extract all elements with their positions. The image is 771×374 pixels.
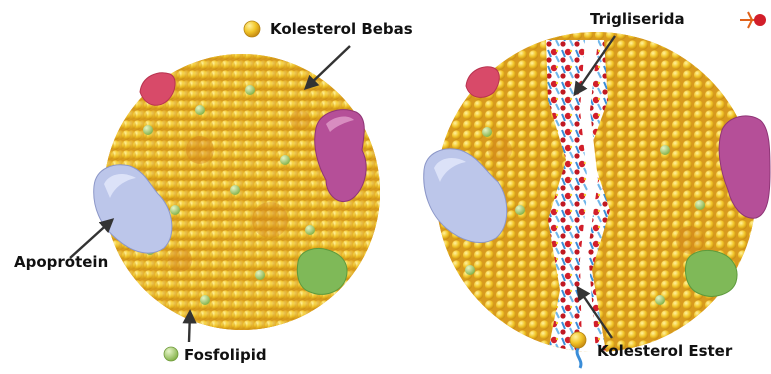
label-apoprotein: Apoprotein	[14, 253, 108, 271]
arrow-fosfolipid	[189, 312, 190, 342]
green-sphere-icon	[164, 347, 178, 361]
yellow-sphere-icon	[244, 21, 260, 37]
right-lipoprotein-particle-cutaway	[424, 32, 770, 352]
red-molecule-icon	[740, 12, 766, 28]
label-trigliserida: Trigliserida	[590, 10, 685, 28]
apoprotein-green-right	[686, 251, 738, 297]
arrow-kolesterol-bebas	[306, 46, 350, 88]
left-lipoprotein-particle	[94, 50, 390, 340]
label-fosfolipid: Fosfolipid	[184, 346, 267, 364]
label-kolesterol-ester: Kolesterol Ester	[597, 342, 732, 360]
apoprotein-green-left	[297, 249, 347, 295]
label-kolesterol-bebas: Kolesterol Bebas	[270, 20, 413, 38]
